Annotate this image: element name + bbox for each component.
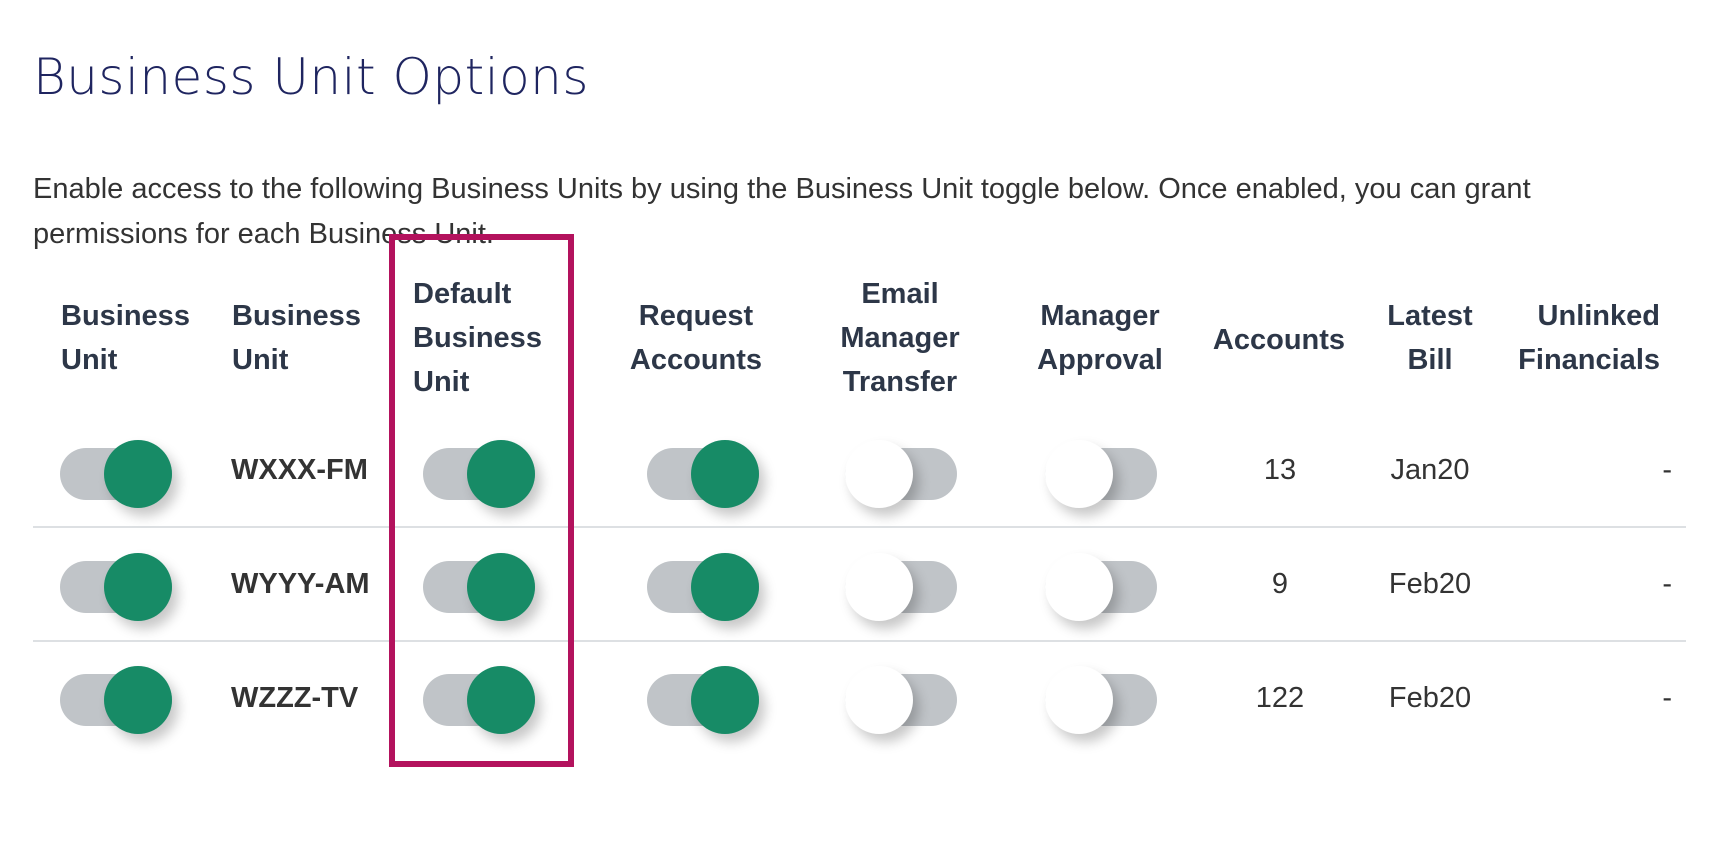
toggle-knob [1045,440,1113,508]
latest-bill-value: Feb20 [1388,682,1472,714]
toggle-knob [104,553,172,621]
email-manager-transfer-toggle[interactable] [845,440,957,508]
header-business-unit-name: Business Unit [232,300,361,376]
header-business-unit-toggle: Business Unit [61,300,190,376]
intro-text: Enable access to the following Business … [33,173,1531,250]
business-unit-name: WXXX-FM [231,454,368,486]
default-business-unit-toggle[interactable] [423,553,535,621]
business-unit-toggle[interactable] [60,440,172,508]
business-unit-name: WZZZ-TV [231,682,359,714]
toggle-knob [845,440,913,508]
toggle-knob [467,553,535,621]
email-manager-transfer-toggle[interactable] [845,553,957,621]
toggle-knob [691,666,759,734]
accounts-count: 122 [1255,682,1305,714]
toggle-knob [467,666,535,734]
latest-bill-value: Feb20 [1388,568,1472,600]
header-accounts: Accounts [1212,324,1346,356]
request-accounts-toggle[interactable] [647,553,759,621]
toggle-knob [104,666,172,734]
toggle-knob [691,553,759,621]
unlinked-financials-value: - [1662,568,1672,600]
request-accounts-toggle[interactable] [647,666,759,734]
unlinked-financials-value: - [1662,454,1672,486]
manager-approval-toggle[interactable] [1045,666,1157,734]
business-unit-toggle[interactable] [60,553,172,621]
header-latest-bill: Latest Bill [1387,300,1473,376]
accounts-count: 13 [1263,454,1297,486]
unlinked-financials-value: - [1662,682,1672,714]
header-email-manager-transfer: Email Manager Transfer [840,278,960,398]
email-manager-transfer-toggle[interactable] [845,666,957,734]
header-manager-approval: Manager Approval [1037,300,1163,376]
accounts-count: 9 [1271,568,1289,600]
header-default-business-unit: Default Business Unit [413,278,542,398]
toggle-knob [467,440,535,508]
manager-approval-toggle[interactable] [1045,553,1157,621]
default-business-unit-toggle[interactable] [423,440,535,508]
manager-approval-toggle[interactable] [1045,440,1157,508]
toggle-knob [1045,666,1113,734]
business-unit-name: WYYY-AM [231,568,370,600]
page-title: Business Unit Options [33,47,589,106]
toggle-knob [1045,553,1113,621]
row-divider [33,640,1686,642]
toggle-knob [845,553,913,621]
toggle-knob [845,666,913,734]
default-business-unit-toggle[interactable] [423,666,535,734]
latest-bill-value: Jan20 [1390,454,1470,486]
header-request-accounts: Request Accounts [629,300,763,376]
row-divider [33,526,1686,528]
business-unit-toggle[interactable] [60,666,172,734]
header-unlinked-financials: Unlinked Financials [1518,300,1660,376]
request-accounts-toggle[interactable] [647,440,759,508]
toggle-knob [104,440,172,508]
toggle-knob [691,440,759,508]
